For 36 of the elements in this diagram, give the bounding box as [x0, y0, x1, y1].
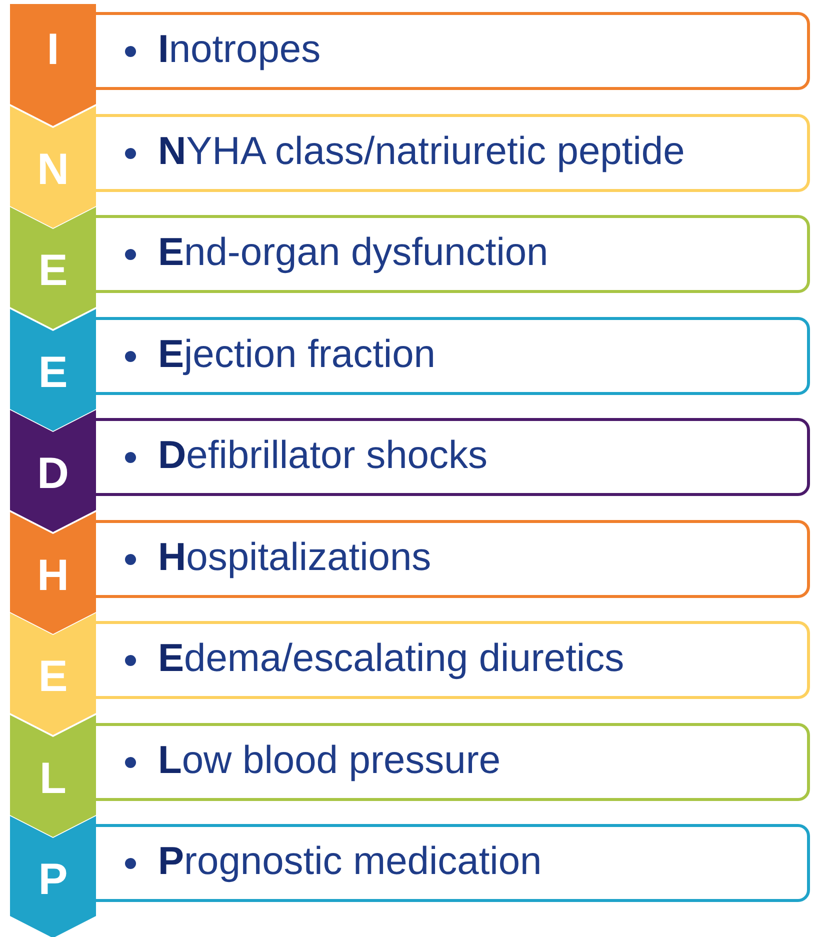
list-item-text: Ejection fraction — [158, 332, 436, 378]
letter-tab — [10, 613, 96, 737]
tab-letter: D — [36, 450, 70, 498]
list-item-box — [95, 621, 810, 699]
letter-tab — [10, 106, 96, 230]
list-item-box — [95, 824, 810, 902]
letter-tab — [10, 308, 96, 432]
letter-tab — [10, 714, 96, 838]
tab-letter: E — [37, 653, 69, 701]
letter-tab — [10, 816, 96, 937]
list-item-text: Low blood pressure — [158, 738, 501, 784]
list-item-box — [95, 12, 810, 90]
letter-tab — [10, 512, 96, 636]
list-item-box — [95, 215, 810, 293]
list-item-text: Inotropes — [158, 27, 321, 73]
list-item-text: Defibrillator shocks — [158, 433, 488, 479]
letter-tab — [10, 207, 96, 331]
letter-tab — [10, 4, 96, 128]
list-item-box — [95, 316, 810, 394]
list-item-box — [95, 114, 810, 192]
tab-letter: P — [37, 856, 69, 904]
list-item-box — [95, 418, 810, 496]
letter-tab — [10, 410, 96, 534]
list-item-box — [95, 520, 810, 598]
list-item-text: End-organ dysfunction — [158, 230, 548, 276]
tab-letter: E — [37, 348, 69, 396]
list-item-text: Hospitalizations — [158, 534, 432, 580]
tab-letter: N — [36, 146, 70, 194]
list-item-text: NYHA class/natriuretic peptide — [158, 128, 685, 174]
list-item-text: Edema/escalating diuretics — [158, 636, 624, 682]
list-item-box — [95, 722, 810, 800]
tab-letter: H — [36, 552, 70, 600]
tab-letter: E — [37, 247, 69, 295]
list-item-text: Prognostic medication — [158, 839, 542, 885]
tab-letter: L — [38, 754, 68, 802]
tab-letter: I — [46, 26, 60, 74]
